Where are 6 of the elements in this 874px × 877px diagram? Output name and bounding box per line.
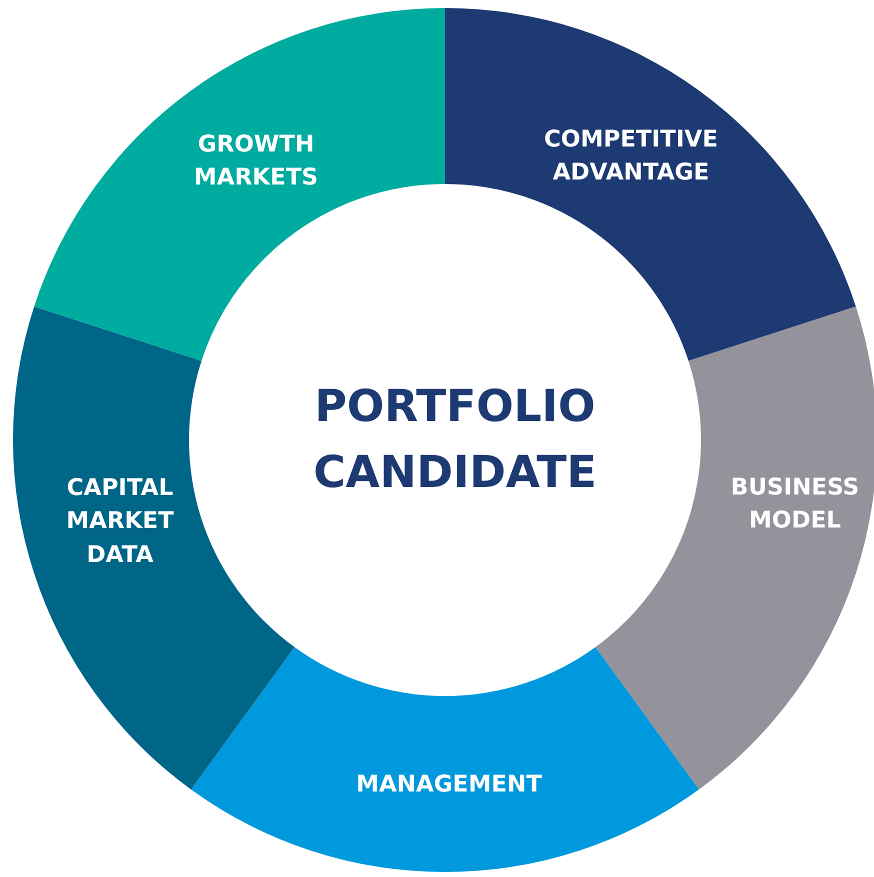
segment-label: BUSINESS MODEL (730, 474, 860, 536)
segment-label: COMPETITIVE ADVANTAGE (543, 126, 719, 188)
segment-label: CAPITAL MARKET DATA (65, 474, 175, 570)
segment-label: GROWTH MARKETS (192, 130, 320, 193)
center-title: PORTFOLIO CANDIDATE (295, 374, 615, 506)
segment-label: MANAGEMENT (355, 770, 543, 800)
